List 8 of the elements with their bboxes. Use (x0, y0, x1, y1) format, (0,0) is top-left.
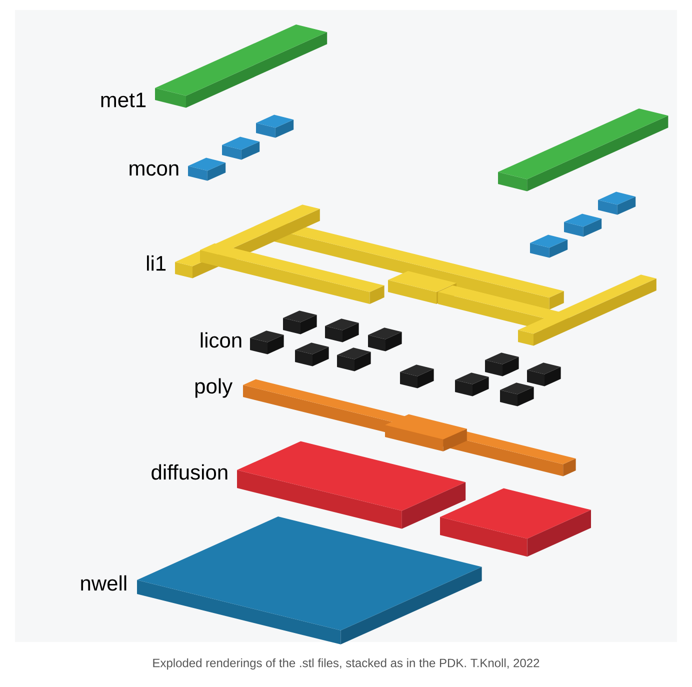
layer-label: li1 (147, 255, 166, 271)
layer-label: diffusion (152, 464, 228, 480)
caption: Exploded renderings of the .stl files, stacked as in the PDK. T.Knoll, 2022 (153, 658, 540, 670)
layer-label: nwell (81, 575, 126, 591)
layer-label: mcon (130, 164, 178, 176)
layer-label: poly (195, 378, 233, 398)
layer-label: met1 (101, 92, 146, 108)
layer-label: licon (200, 332, 242, 348)
